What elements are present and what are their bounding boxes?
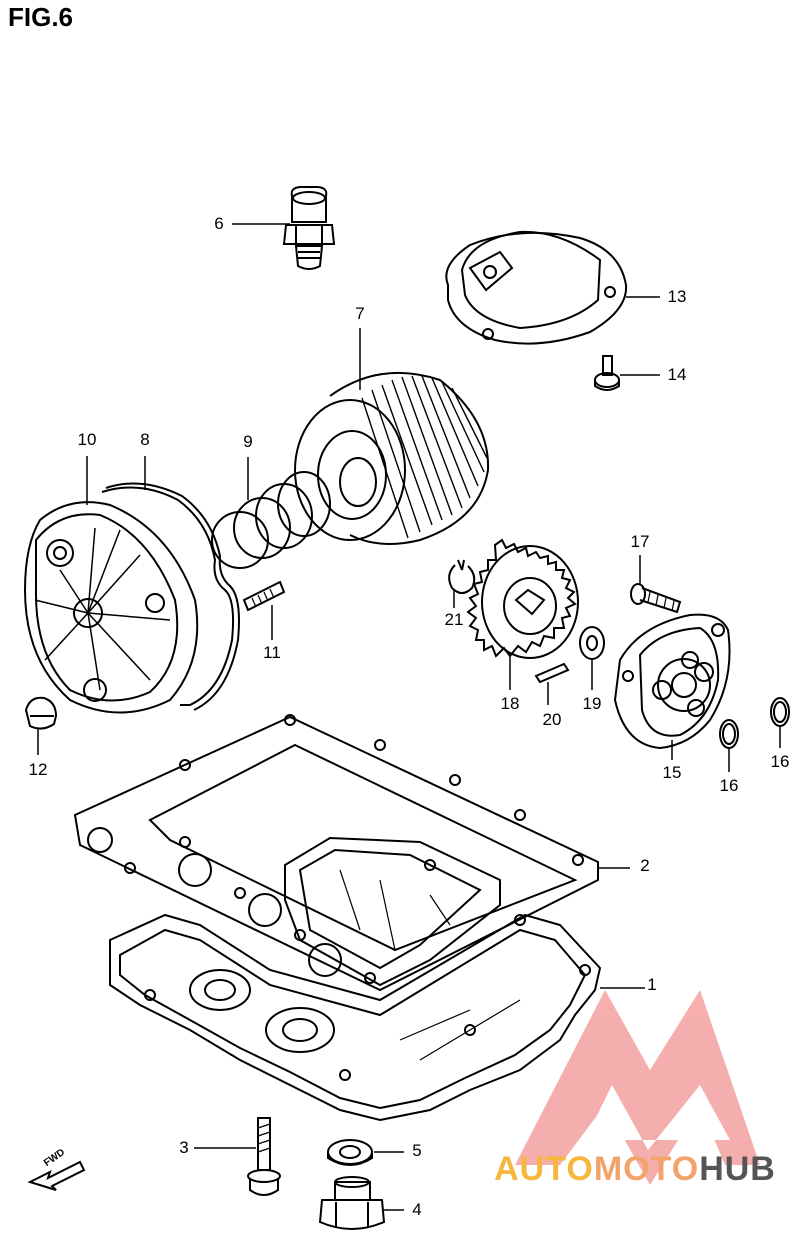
part-5-gasket bbox=[328, 1140, 372, 1165]
part-16-o-ring-b bbox=[771, 698, 789, 726]
callout-21: 21 bbox=[444, 610, 464, 629]
callout-20: 20 bbox=[542, 710, 562, 729]
fwd-arrow-icon bbox=[30, 1162, 84, 1190]
callout-3: 3 bbox=[179, 1138, 189, 1157]
callout-17: 17 bbox=[630, 532, 650, 551]
callout-15: 15 bbox=[662, 763, 682, 782]
callout-2: 2 bbox=[640, 856, 650, 875]
part-3-flange-bolt bbox=[248, 1118, 280, 1195]
callout-11: 11 bbox=[263, 643, 281, 662]
callout-13: 13 bbox=[667, 287, 687, 306]
part-11-stud bbox=[244, 582, 284, 610]
part-13-filter-cap bbox=[446, 232, 626, 344]
part-16-o-ring-a bbox=[720, 720, 738, 748]
part-20-pin bbox=[536, 664, 568, 682]
part-15-oil-pump bbox=[615, 615, 730, 748]
callout-10: 10 bbox=[77, 430, 97, 449]
callout-1: 1 bbox=[647, 975, 657, 994]
callout-5: 5 bbox=[412, 1141, 422, 1160]
callout-16-a: 16 bbox=[719, 776, 739, 795]
leader-lines bbox=[38, 224, 780, 1210]
part-21-circlip bbox=[449, 560, 474, 593]
callout-4: 4 bbox=[412, 1200, 422, 1219]
part-10-filter-cover bbox=[25, 502, 197, 712]
watermark-part1: AUTO bbox=[494, 1150, 594, 1188]
part-4-drain-plug bbox=[320, 1177, 384, 1229]
callout-16-b: 16 bbox=[770, 752, 790, 771]
part-9-spring bbox=[212, 472, 330, 568]
part-12-cap-nut bbox=[26, 698, 56, 729]
part-18-pump-gear bbox=[468, 540, 578, 658]
callout-8: 8 bbox=[140, 430, 150, 449]
part-17-screw bbox=[631, 584, 680, 612]
part-19-washer bbox=[580, 627, 604, 659]
figure-title: FIG.6 bbox=[8, 2, 74, 32]
callout-19: 19 bbox=[582, 694, 602, 713]
part-2-oil-pan-gasket bbox=[75, 715, 598, 990]
watermark-logo-icon bbox=[515, 990, 760, 1185]
part-7-oil-filter bbox=[295, 373, 488, 544]
watermark-part3: HUB bbox=[699, 1150, 776, 1188]
callout-18: 18 bbox=[500, 694, 520, 713]
watermark-text: AUTOMOTOHUB bbox=[470, 1150, 800, 1189]
callout-9: 9 bbox=[243, 432, 253, 451]
callout-12: 12 bbox=[28, 760, 48, 779]
watermark-part2: MOTO bbox=[593, 1150, 700, 1188]
part-14-bolt bbox=[595, 356, 619, 390]
callout-7: 7 bbox=[355, 304, 365, 323]
part-8-cover-gasket bbox=[102, 484, 239, 711]
part-6-pressure-switch bbox=[284, 187, 334, 269]
callout-14: 14 bbox=[667, 365, 687, 384]
callout-6: 6 bbox=[214, 214, 224, 233]
part-1-oil-pan bbox=[110, 838, 600, 1120]
